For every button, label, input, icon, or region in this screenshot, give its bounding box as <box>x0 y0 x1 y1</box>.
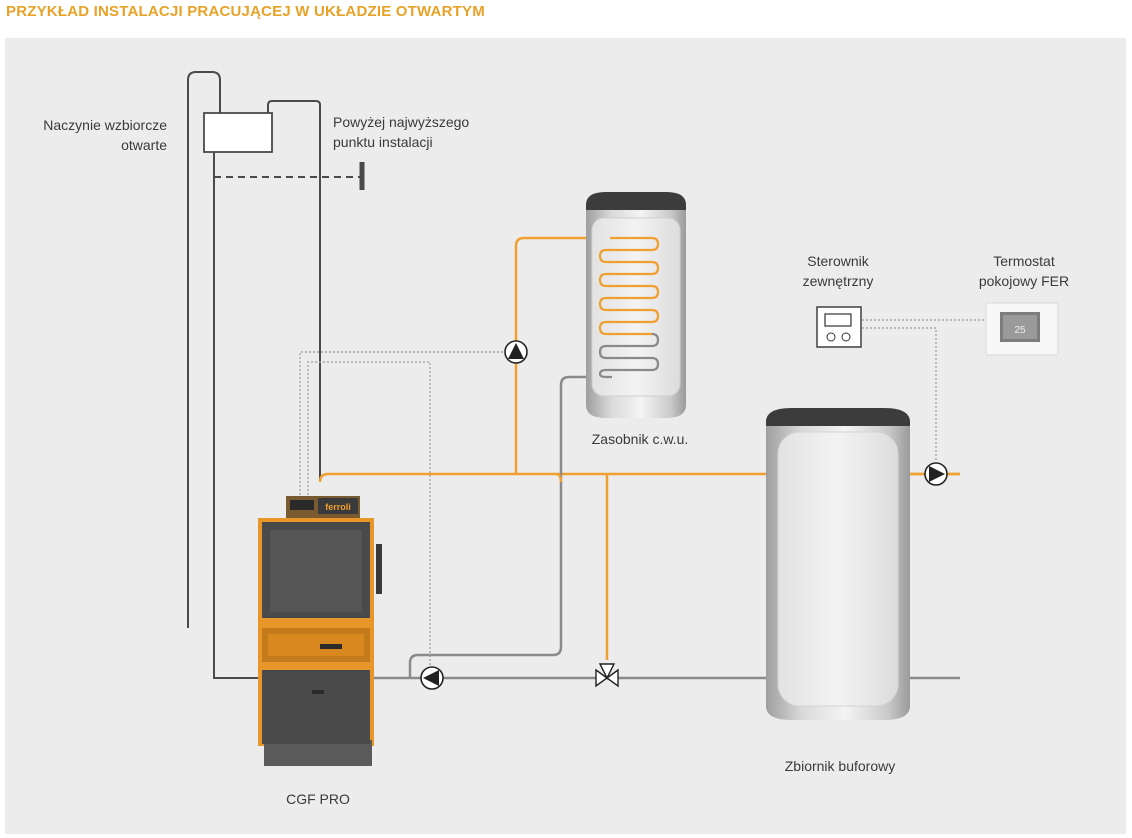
buffer-tank-label: Zbiornik buforowy <box>785 758 896 774</box>
dhw-tank <box>586 192 686 418</box>
control-wiring <box>299 319 994 665</box>
thermostat-display: 25 <box>1014 325 1026 336</box>
pipe-crossover <box>555 472 563 483</box>
pump-icon <box>504 340 528 364</box>
boiler-brand: ferroli <box>325 502 351 512</box>
controller-label-line1: Sterownik <box>807 253 869 269</box>
supply-pipes <box>318 236 960 660</box>
expansion-vessel-label-line1: Naczynie wzbiorcze <box>43 117 167 133</box>
boiler-label: CGF PRO <box>286 791 350 807</box>
dhw-tank-label: Zasobnik c.w.u. <box>592 431 689 447</box>
expansion-vessel-label-line2: otwarte <box>121 137 167 153</box>
external-controller <box>816 306 862 348</box>
page-title: PRZYKŁAD INSTALACJI PRACUJĄCEJ W UKŁADZI… <box>6 3 485 20</box>
expansion-piping <box>187 71 365 679</box>
thermostat-label-line1: Termostat <box>993 253 1055 269</box>
expansion-vessel <box>203 112 273 153</box>
pump-icon <box>924 462 948 486</box>
above-highest-label-line1: Powyżej najwyższego <box>333 114 469 130</box>
above-highest-label-line2: punktu instalacji <box>333 134 433 150</box>
boiler-cgf-pro: ferroli <box>258 496 382 766</box>
pump-icon <box>420 666 444 690</box>
buffer-tank <box>766 408 910 720</box>
diagram-panel <box>5 38 1126 834</box>
controller-label-line2: zewnętrzny <box>803 273 874 289</box>
three-way-valve-icon <box>595 663 619 688</box>
room-thermostat-fer: 25 <box>985 302 1059 356</box>
thermostat-label-line2: pokojowy FER <box>979 273 1069 289</box>
